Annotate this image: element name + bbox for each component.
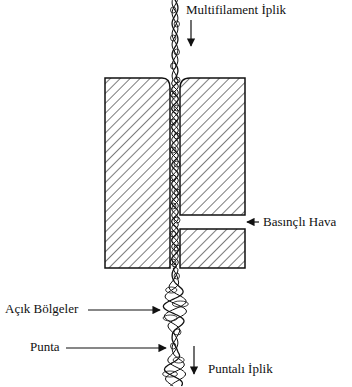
filament-loop bbox=[174, 49, 179, 55]
part-label: Basınçlı Hava bbox=[263, 215, 336, 229]
jet-right-upper bbox=[180, 78, 245, 215]
filament-loop bbox=[174, 161, 180, 167]
part-label: Multifilament İplik bbox=[186, 3, 286, 17]
filament-loop bbox=[170, 203, 176, 209]
filament-loop bbox=[170, 147, 176, 153]
filament-loop bbox=[174, 21, 179, 27]
feed-arrow bbox=[190, 20, 191, 46]
filament-loop bbox=[166, 287, 177, 293]
jet-left-half bbox=[105, 78, 170, 268]
filament-loop bbox=[174, 105, 180, 111]
filament-loop bbox=[171, 35, 176, 41]
filament-loop bbox=[171, 343, 176, 349]
part-label: Punta bbox=[30, 340, 60, 354]
filament-loop bbox=[174, 245, 180, 251]
filament-loop bbox=[170, 119, 176, 125]
filament-strand bbox=[164, 0, 186, 386]
filament-loop bbox=[172, 301, 188, 307]
filament-loop bbox=[173, 357, 184, 363]
filament-loop bbox=[163, 371, 178, 377]
filament-loop bbox=[170, 259, 176, 265]
air-arrow bbox=[247, 221, 259, 222]
output-arrow bbox=[193, 346, 194, 374]
filament-strand bbox=[165, 0, 186, 386]
filament-loop bbox=[171, 63, 176, 69]
filament-loop bbox=[171, 7, 176, 13]
filament-loop bbox=[174, 273, 179, 279]
jet-right-lower bbox=[180, 229, 245, 268]
filament-loop bbox=[174, 329, 181, 335]
yarn bbox=[163, 0, 189, 386]
filament-loop bbox=[174, 77, 180, 83]
filament-loop bbox=[170, 91, 176, 97]
leader-arrow bbox=[88, 309, 160, 310]
filament-loop bbox=[174, 217, 180, 223]
arrows bbox=[66, 20, 259, 374]
filament-loop bbox=[170, 231, 176, 237]
filament-loop bbox=[163, 315, 177, 321]
part-label: Puntalı İplik bbox=[208, 362, 273, 376]
part-label: Açık Bölgeler bbox=[5, 302, 78, 316]
leader-arrow bbox=[66, 347, 166, 348]
filament-loop bbox=[174, 189, 180, 195]
filament-loop bbox=[174, 133, 180, 139]
filament-loop bbox=[170, 175, 176, 181]
